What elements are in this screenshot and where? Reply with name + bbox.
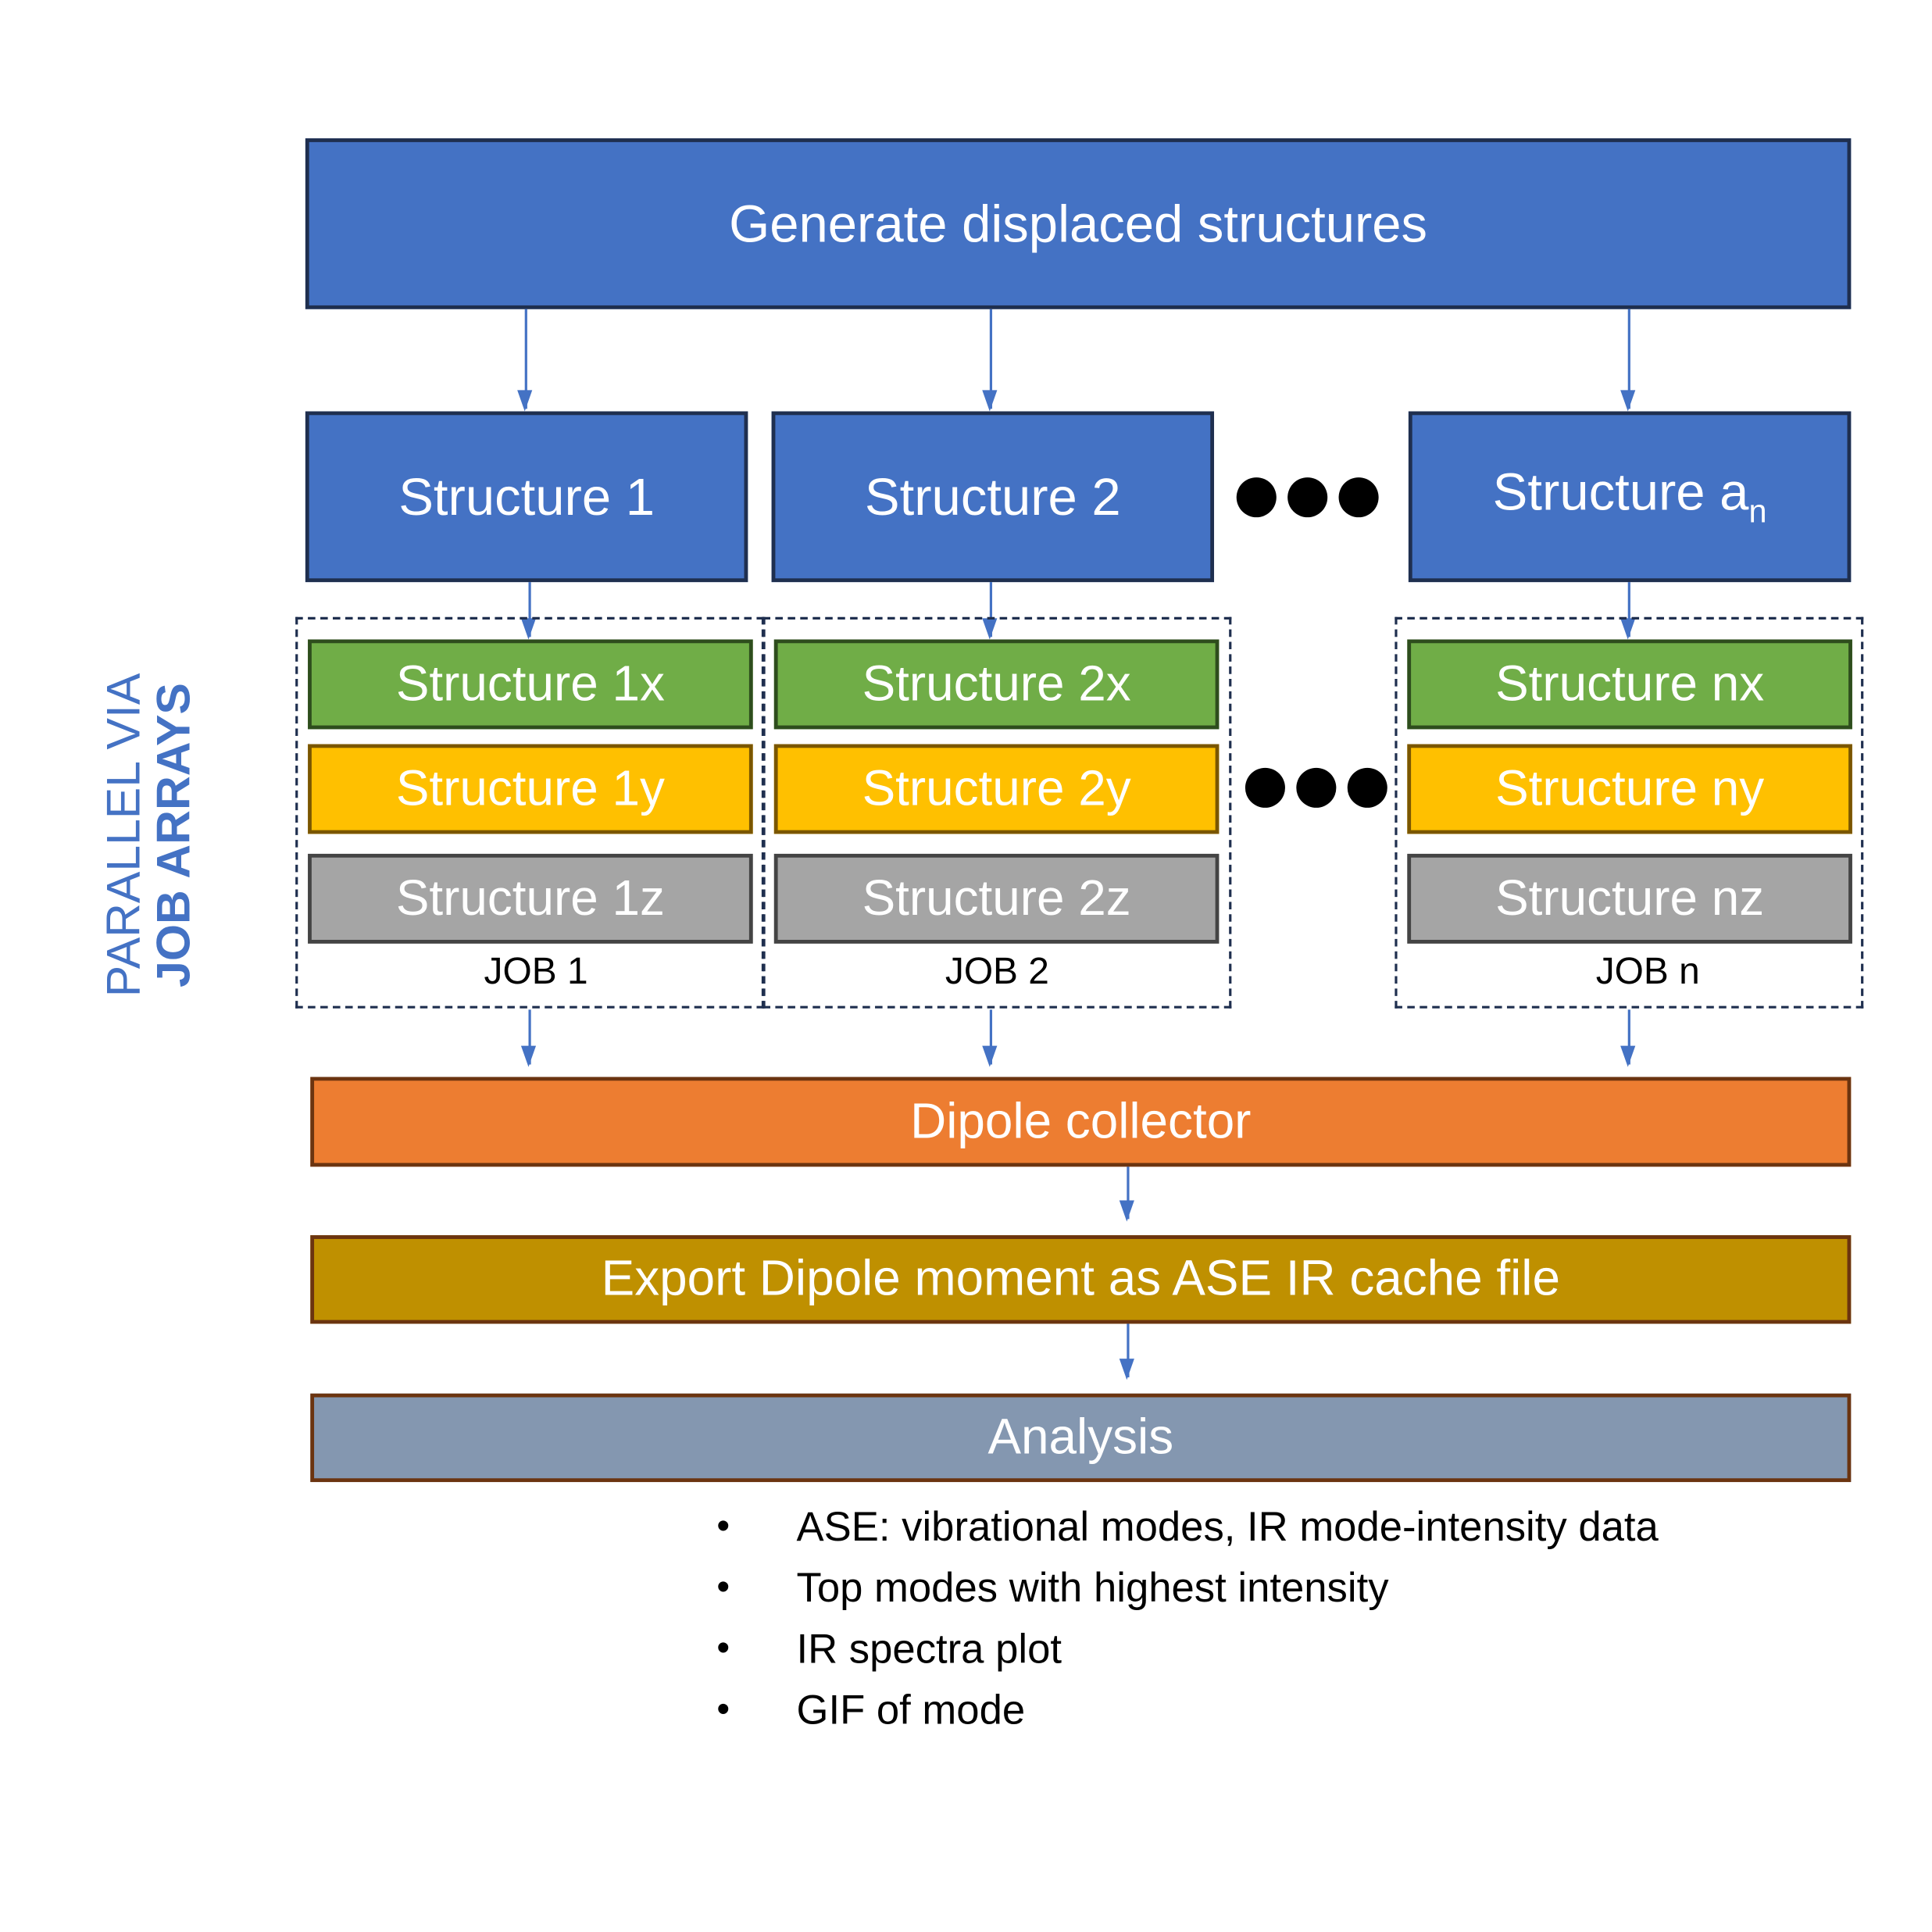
arrow-job-n-to-collector	[1622, 1009, 1634, 1067]
bullet-icon: •	[716, 1688, 730, 1730]
ellipsis-dot	[1245, 767, 1285, 808]
list-item: • IR spectra plot	[710, 1618, 1658, 1679]
structure-2-label: Structure 2	[864, 466, 1121, 526]
job-n-container	[1395, 616, 1864, 1009]
structure-2-box: Structure 2	[771, 411, 1215, 583]
bullet-text: GIF of mode	[796, 1685, 1026, 1732]
analysis-box: Analysis	[310, 1393, 1852, 1483]
bullet-text: Top modes with highest intensity	[796, 1563, 1389, 1610]
ellipsis-dot	[1347, 767, 1387, 808]
parallel-via-job-arrays-label: PARALLEL VIA JOB ARRAYS	[98, 598, 201, 1072]
structure-an-box: Structure an	[1408, 411, 1852, 583]
list-item: • ASE: vibrational modes, IR mode-intensi…	[710, 1496, 1658, 1557]
structure-1x-label: Structure 1x	[395, 656, 665, 712]
structure-nx-label: Structure nx	[1495, 656, 1765, 712]
structure-an-label: Structure an	[1493, 462, 1767, 531]
structure-2x-box: Structure 2x	[773, 639, 1220, 730]
structure-1z-label: Structure 1z	[395, 870, 665, 926]
bullet-text: ASE: vibrational modes, IR mode-intensit…	[796, 1502, 1659, 1549]
list-item: • GIF of mode	[710, 1679, 1658, 1740]
analysis-label: Analysis	[987, 1409, 1174, 1465]
structure-an-text: Structure a	[1492, 462, 1749, 521]
structure-1-label: Structure 1	[398, 466, 655, 526]
structure-2y-label: Structure 2y	[862, 761, 1131, 816]
structure-nz-label: Structure nz	[1495, 870, 1765, 926]
arrow-to-job-n	[1622, 582, 1634, 640]
structure-2z-label: Structure 2z	[862, 870, 1131, 926]
arrow-to-job-2	[984, 582, 996, 640]
generate-displaced-structures-box: Generate displaced structures	[305, 138, 1852, 309]
ellipsis-jobs	[1245, 767, 1387, 808]
structure-1x-box: Structure 1x	[308, 639, 753, 730]
structure-nz-box: Structure nz	[1407, 853, 1852, 944]
structure-nx-box: Structure nx	[1407, 639, 1852, 730]
export-dipole-label: Export Dipole moment as ASE IR cache fil…	[601, 1251, 1560, 1307]
bullet-text: IR spectra plot	[796, 1624, 1062, 1671]
analysis-bullet-list: • ASE: vibrational modes, IR mode-intensi…	[710, 1496, 1658, 1741]
dipole-collector-label: Dipole collector	[910, 1094, 1252, 1149]
job-2-label: JOB 2	[945, 951, 1049, 993]
arrow-to-structure-an	[1622, 309, 1634, 412]
ellipsis-dot	[1296, 767, 1337, 808]
arrow-to-job-1	[523, 582, 534, 640]
export-dipole-box: Export Dipole moment as ASE IR cache fil…	[310, 1235, 1852, 1324]
list-item: • Top modes with highest intensity	[710, 1557, 1658, 1618]
arrow-to-structure-1	[519, 309, 530, 412]
job-2-container	[762, 616, 1232, 1009]
structure-ny-box: Structure ny	[1407, 744, 1852, 834]
ellipsis-top	[1236, 477, 1379, 518]
structure-2z-box: Structure 2z	[773, 853, 1220, 944]
structure-1y-box: Structure 1y	[308, 744, 753, 834]
parallel-via-text: PARALLEL VIA	[98, 673, 152, 998]
dipole-collector-box: Dipole collector	[310, 1077, 1852, 1167]
structure-2x-label: Structure 2x	[862, 656, 1131, 712]
ellipsis-dot	[1287, 477, 1328, 518]
structure-an-subscript: n	[1748, 492, 1767, 530]
arrow-collector-to-export	[1121, 1166, 1133, 1222]
bullet-icon: •	[716, 1505, 730, 1547]
bullet-icon: •	[716, 1627, 730, 1669]
arrow-job-1-to-collector	[523, 1009, 534, 1067]
structure-1y-label: Structure 1y	[395, 761, 665, 816]
job-n-label: JOB n	[1595, 951, 1700, 993]
job-arrays-text: JOB ARRAYS	[148, 683, 201, 987]
arrow-to-structure-2	[984, 309, 996, 412]
ellipsis-dot	[1236, 477, 1277, 518]
arrow-export-to-analysis	[1121, 1323, 1133, 1380]
structure-1z-box: Structure 1z	[308, 853, 753, 944]
structure-2y-box: Structure 2y	[773, 744, 1220, 834]
bullet-icon: •	[716, 1566, 730, 1608]
structure-ny-label: Structure ny	[1495, 761, 1765, 816]
ellipsis-dot	[1338, 477, 1379, 518]
generate-label: Generate displaced structures	[729, 194, 1428, 253]
job-1-label: JOB 1	[484, 951, 588, 993]
arrow-job-2-to-collector	[984, 1009, 996, 1067]
structure-1-box: Structure 1	[305, 411, 748, 583]
